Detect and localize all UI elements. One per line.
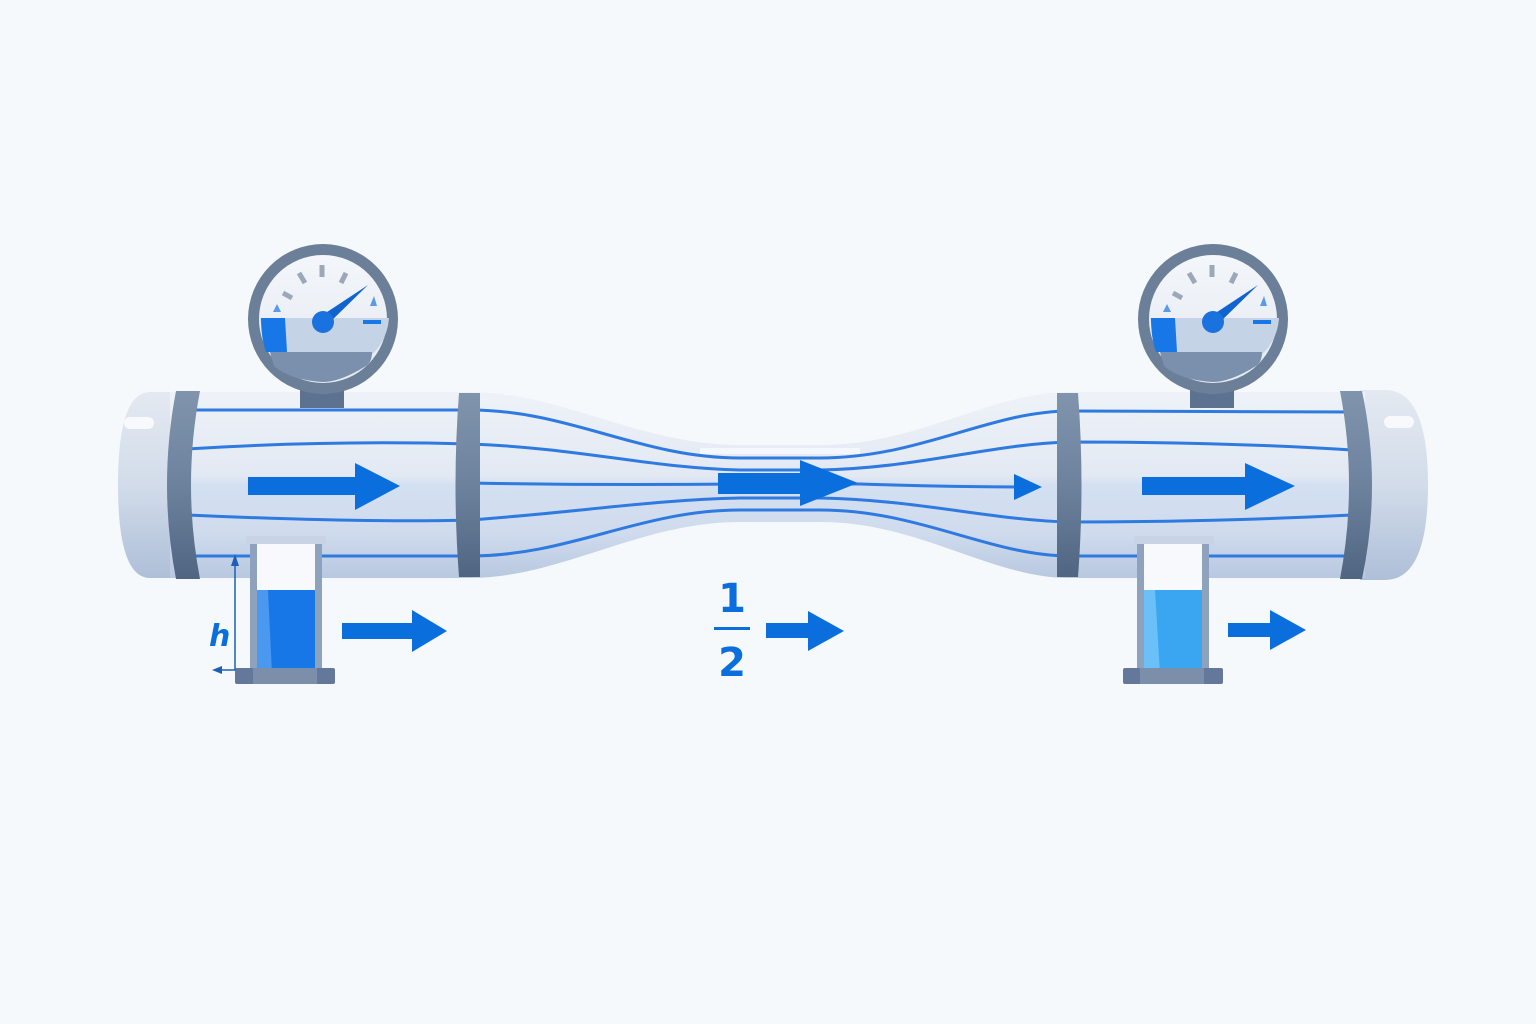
fraction-bar	[714, 627, 750, 630]
pressure-gauge-right	[1138, 244, 1288, 408]
height-label: h	[209, 619, 230, 654]
fraction-denominator: 2	[718, 640, 746, 686]
below-right-arrow	[1228, 610, 1306, 650]
flanges	[167, 391, 1372, 579]
right-end-cap	[1360, 390, 1428, 580]
flange-inner-left	[455, 393, 480, 577]
throat-arrow	[718, 460, 858, 506]
streamline-4	[185, 496, 1354, 524]
manometer-left: h	[209, 536, 335, 684]
pressure-gauge-left	[248, 244, 398, 408]
flange-right	[1340, 391, 1372, 579]
flange-inner-right	[1057, 393, 1082, 577]
fraction-label: 1 2	[714, 576, 750, 686]
throat-highlight	[700, 448, 860, 454]
streamline-2	[185, 440, 1354, 472]
right-cap-highlight	[1384, 416, 1414, 428]
flange-left	[167, 391, 200, 579]
manometer-right	[1123, 536, 1223, 684]
throat-exit-arrow	[1014, 474, 1042, 500]
inlet-arrow	[248, 463, 400, 510]
streamline-1	[180, 408, 1357, 460]
outlet-arrow	[1142, 463, 1295, 510]
left-cap-highlight	[124, 417, 154, 429]
below-left-arrow	[342, 610, 447, 652]
fraction-numerator: 1	[718, 576, 746, 622]
streamline-5	[180, 508, 1357, 558]
left-end-cap	[118, 392, 175, 578]
below-middle-arrow	[766, 611, 844, 651]
